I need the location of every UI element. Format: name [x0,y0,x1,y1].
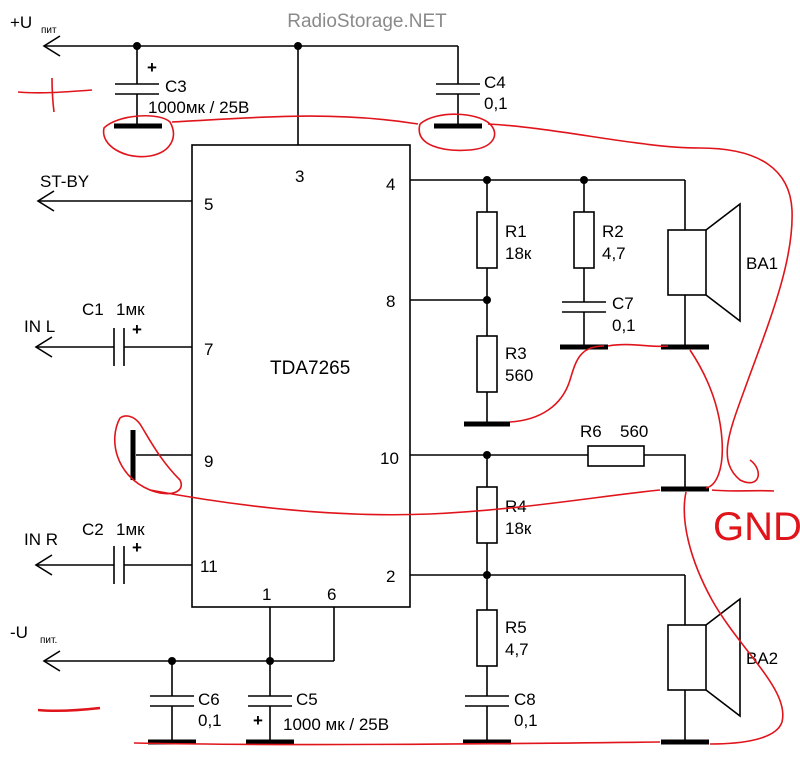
gnd-label: GND [713,505,800,549]
c2-value: 1мк [116,520,145,539]
in-right-label: IN R [24,530,58,549]
r2-value: 4,7 [602,244,626,263]
red-ground-annotation [17,77,793,746]
c7-ref: C7 [612,294,634,313]
capacitor-c5 [246,661,294,745]
c8-value: 0,1 [514,711,538,730]
ic-body [191,144,411,608]
speaker-ba1 [667,202,741,323]
c4-ref: C4 [484,73,506,92]
c4-value: 0,1 [484,94,508,113]
c2-ref: C2 [82,520,104,539]
c3-ref: C3 [165,77,187,96]
r1-ref: R1 [505,222,527,241]
c8-ref: C8 [514,690,536,709]
vplus-label: +U [10,13,32,32]
vplus-sub: пит [41,25,57,36]
vminus-label: -U [10,623,28,642]
pin-5-label: 5 [204,195,213,214]
c5-ref: C5 [296,690,318,709]
vminus-sub: пит. [40,635,57,646]
vminus-rail [42,607,335,672]
c3-plus: + [147,58,157,77]
c6-value: 0,1 [198,711,222,730]
r5-ref: R5 [505,618,527,637]
pin-2-label: 2 [386,567,395,586]
in-left-label: IN L [24,317,55,336]
output-right-network [410,445,709,745]
standby-port [36,190,192,212]
r6-ref: R6 [580,422,602,441]
pin-9-label: 9 [204,452,213,471]
r5-value: 4,7 [505,640,529,659]
pin-11-label: 11 [200,557,218,576]
capacitor-c4 [434,46,482,129]
vplus-rail [42,35,458,145]
pin9-ground [130,430,192,480]
input-right [34,546,192,584]
c5-plus: + [253,711,263,730]
c3-value: 1000мк / 25В [148,98,249,117]
pin-1-label: 1 [262,585,271,604]
input-left [34,328,192,366]
r2-ref: R2 [602,222,624,241]
speaker-ba2 [667,597,741,718]
c5-value: 1000 мк / 25В [283,715,389,734]
c1-ref: C1 [82,300,104,319]
pin-10-label: 10 [380,449,399,468]
c6-ref: C6 [198,690,220,709]
c7-value: 0,1 [612,316,636,335]
pin-7-label: 7 [204,340,213,359]
r3-ref: R3 [505,344,527,363]
c1-value: 1мк [116,300,145,319]
r3-value: 560 [505,366,533,385]
pin-3-label: 3 [295,167,304,186]
pin-6-label: 6 [327,585,336,604]
output-left-network [410,176,709,427]
pin-4-label: 4 [386,175,395,194]
c2-plus: + [132,538,142,557]
r4-value: 18к [505,519,532,538]
ba1-label: BA1 [746,254,778,273]
r1-value: 18к [505,244,532,263]
pin-8-label: 8 [386,292,395,311]
c1-plus: + [132,320,142,339]
standby-label: ST-BY [40,172,89,191]
ba2-label: BA2 [746,649,778,668]
r6-value: 560 [620,422,648,441]
r4-ref: R4 [505,497,527,516]
capacitor-c6 [148,661,196,745]
watermark: RadioStorage.NET [287,11,447,32]
ic-name: TDA7265 [270,358,350,379]
capacitor-c3 [114,46,162,129]
